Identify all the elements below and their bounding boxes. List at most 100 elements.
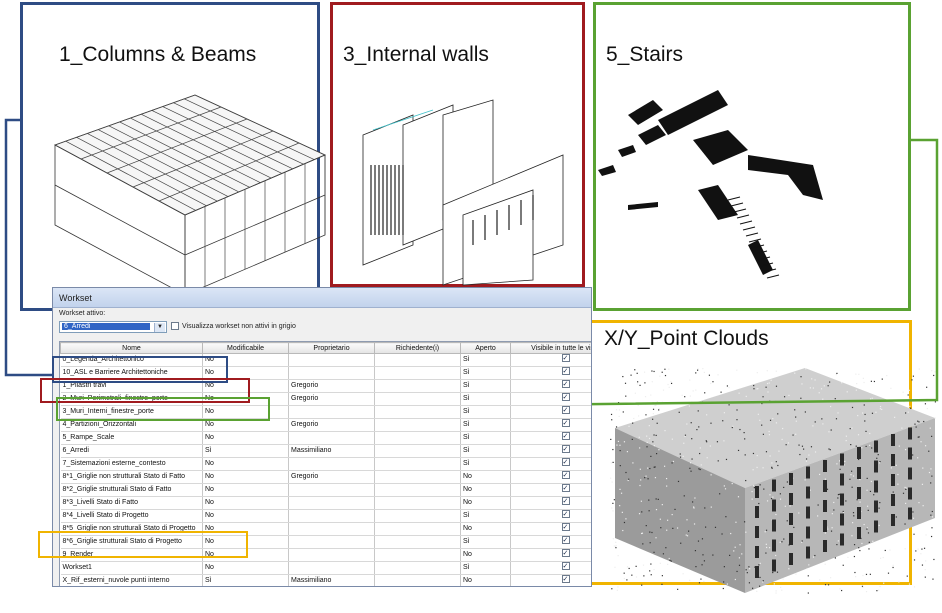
checkbox-icon[interactable] (561, 406, 570, 415)
cell-requester[interactable] (374, 496, 461, 510)
cell-open[interactable]: Sì (460, 366, 511, 380)
cell-open[interactable]: No (460, 548, 511, 562)
dialog-title[interactable]: Workset (53, 288, 591, 308)
cell-open[interactable]: Sì (460, 444, 511, 458)
checkbox-icon[interactable] (561, 536, 570, 545)
cell-owner[interactable] (288, 561, 375, 575)
cell-owner[interactable] (288, 483, 375, 497)
cell-owner[interactable] (288, 548, 375, 562)
cell-open[interactable]: Sì (460, 457, 511, 471)
cell-name[interactable]: 8*2_Griglie strutturali Stato di Fatto (60, 483, 203, 497)
cell-owner[interactable] (288, 457, 375, 471)
cell-visible[interactable] (510, 574, 591, 586)
cell-owner[interactable]: Gregorio (288, 379, 375, 393)
table-row[interactable]: 8*1_Griglie non strutturali Stato di Fat… (60, 470, 591, 484)
cell-editable[interactable]: No (202, 405, 289, 419)
cell-name[interactable]: 1_Pilastri travi (60, 379, 203, 393)
cell-requester[interactable] (374, 548, 461, 562)
cell-visible[interactable] (510, 392, 591, 406)
cell-requester[interactable] (374, 574, 461, 586)
cell-visible[interactable] (510, 457, 591, 471)
cell-open[interactable]: No (460, 470, 511, 484)
cell-visible[interactable] (510, 366, 591, 380)
cell-visible[interactable] (510, 496, 591, 510)
cell-visible[interactable] (510, 561, 591, 575)
cell-open[interactable]: Sì (460, 379, 511, 393)
cell-name[interactable]: 2_Muri_Perimetrali_finestre_porte (60, 392, 203, 406)
table-row[interactable]: 8*2_Griglie strutturali Stato di Fatto No… (60, 483, 591, 497)
cell-visible[interactable] (510, 548, 591, 562)
cell-requester[interactable] (374, 379, 461, 393)
column-header-editable[interactable]: Modificabile (202, 342, 289, 354)
cell-open[interactable]: Sì (460, 535, 511, 549)
cell-open[interactable]: Sì (460, 392, 511, 406)
cell-editable[interactable]: No (202, 496, 289, 510)
cell-open[interactable]: Sì (460, 431, 511, 445)
cell-requester[interactable] (374, 392, 461, 406)
cell-requester[interactable] (374, 470, 461, 484)
checkbox-icon[interactable] (561, 445, 570, 454)
cell-visible[interactable] (510, 353, 591, 367)
cell-editable[interactable]: No (202, 509, 289, 523)
checkbox-icon[interactable] (561, 484, 570, 493)
cell-open[interactable]: Sì (460, 509, 511, 523)
cell-name[interactable]: Workset1 (60, 561, 203, 575)
cell-owner[interactable] (288, 405, 375, 419)
checkbox-icon[interactable] (561, 523, 570, 532)
cell-requester[interactable] (374, 535, 461, 549)
cell-open[interactable]: Sì (460, 353, 511, 367)
cell-open[interactable]: No (460, 483, 511, 497)
cell-visible[interactable] (510, 418, 591, 432)
cell-requester[interactable] (374, 431, 461, 445)
cell-editable[interactable]: No (202, 470, 289, 484)
cell-visible[interactable] (510, 522, 591, 536)
cell-editable[interactable]: No (202, 561, 289, 575)
checkbox-icon[interactable] (561, 549, 570, 558)
cell-editable[interactable]: No (202, 353, 289, 367)
cell-editable[interactable]: No (202, 522, 289, 536)
cell-visible[interactable] (510, 483, 591, 497)
column-header-owner[interactable]: Proprietario (288, 342, 375, 354)
cell-name[interactable]: 8*1_Griglie non strutturali Stato di Fat… (60, 470, 203, 484)
cell-editable[interactable]: No (202, 548, 289, 562)
cell-name[interactable]: 6_Arredi (60, 444, 203, 458)
cell-editable[interactable]: No (202, 392, 289, 406)
checkbox-icon[interactable] (561, 458, 570, 467)
cell-name[interactable]: 10_ASL e Barriere Architettoniche (60, 366, 203, 380)
column-header-name[interactable]: Nome (60, 342, 203, 354)
cell-open[interactable]: Sì (460, 418, 511, 432)
show-inactive-option[interactable]: Visualizza workset non attivi in grigio (171, 322, 296, 330)
checkbox-icon[interactable] (561, 562, 570, 571)
column-header-requester[interactable]: Richiedente(i) (374, 342, 461, 354)
cell-name[interactable]: 8*5_Griglie non strutturali Stato di Pro… (60, 522, 203, 536)
cell-visible[interactable] (510, 444, 591, 458)
cell-editable[interactable]: Sì (202, 444, 289, 458)
cell-visible[interactable] (510, 405, 591, 419)
checkbox-icon[interactable] (561, 419, 570, 428)
cell-editable[interactable]: No (202, 418, 289, 432)
cell-visible[interactable] (510, 431, 591, 445)
cell-open[interactable]: Sì (460, 561, 511, 575)
column-header-visible[interactable]: Visibile in tutte le viste (510, 342, 591, 354)
column-header-open[interactable]: Aperto (460, 342, 511, 354)
cell-requester[interactable] (374, 561, 461, 575)
cell-name[interactable]: 3_Muri_Interni_finestre_porte (60, 405, 203, 419)
cell-name[interactable]: 0_Legenda_Architettonico (60, 353, 203, 367)
cell-open[interactable]: No (460, 522, 511, 536)
cell-editable[interactable]: No (202, 431, 289, 445)
cell-requester[interactable] (374, 522, 461, 536)
cell-requester[interactable] (374, 366, 461, 380)
cell-visible[interactable] (510, 470, 591, 484)
cell-owner[interactable] (288, 509, 375, 523)
cell-requester[interactable] (374, 509, 461, 523)
cell-owner[interactable] (288, 353, 375, 367)
cell-owner[interactable] (288, 522, 375, 536)
cell-owner[interactable]: Gregorio (288, 418, 375, 432)
